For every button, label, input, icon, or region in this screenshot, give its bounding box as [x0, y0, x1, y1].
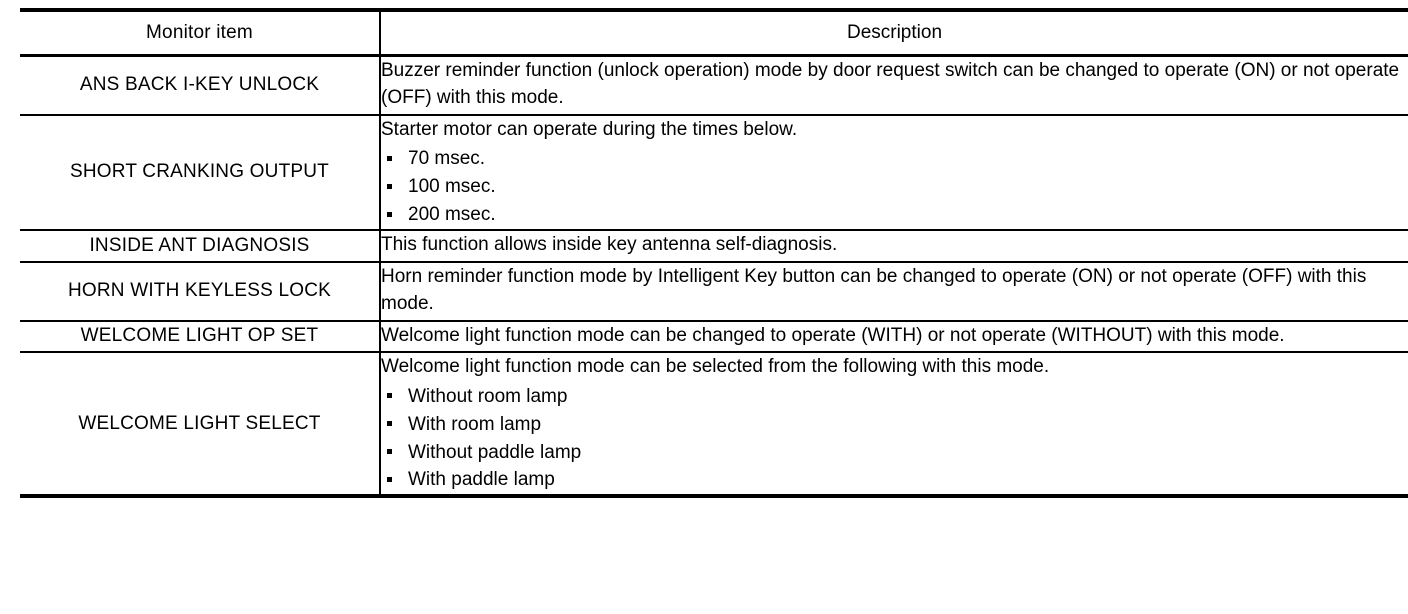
- list-item-label: Without paddle lamp: [408, 441, 582, 463]
- monitor-item-label: ANS BACK I-KEY UNLOCK: [79, 74, 320, 96]
- description-cell: This function allows inside key antenna …: [380, 229, 1408, 262]
- description-text: Welcome light function mode can be selec…: [381, 356, 1050, 378]
- description-cell: Welcome light function mode can be chang…: [380, 320, 1408, 353]
- bullet-icon: [387, 421, 392, 427]
- list-item-label: 100 msec.: [408, 176, 496, 198]
- list-item-label: Without room lamp: [408, 385, 568, 407]
- monitor-item-cell: INSIDE ANT DIAGNOSIS: [20, 229, 381, 262]
- monitor-item-label: INSIDE ANT DIAGNOSIS: [89, 234, 310, 256]
- table-row: ANS BACK I-KEY UNLOCK Buzzer reminder fu…: [20, 55, 1408, 115]
- bullet-icon: [387, 211, 392, 217]
- description-text: Starter motor can operate during the tim…: [381, 118, 798, 140]
- list-item: Without paddle lamp: [381, 439, 1408, 467]
- table-row: INSIDE ANT DIAGNOSIS This function allow…: [20, 229, 1408, 262]
- list-item-label: With paddle lamp: [408, 469, 555, 491]
- description-bullet-list: 70 msec. 100 msec. 200 msec.: [381, 145, 1408, 229]
- description-cell: Welcome light function mode can be selec…: [380, 352, 1408, 497]
- monitor-item-label: WELCOME LIGHT SELECT: [78, 412, 321, 434]
- table-header-row: Monitor item Description: [20, 10, 1408, 56]
- list-item-label: 70 msec.: [408, 148, 486, 170]
- description-text: Welcome light function mode can be chang…: [381, 324, 1285, 346]
- description-text: Buzzer reminder function (unlock operati…: [381, 59, 1400, 109]
- monitor-item-label: WELCOME LIGHT OP SET: [80, 325, 319, 347]
- monitor-item-cell: WELCOME LIGHT OP SET: [20, 320, 381, 353]
- description-bullet-list: Without room lamp With room lamp Without…: [381, 383, 1408, 495]
- monitor-item-cell: HORN WITH KEYLESS LOCK: [20, 261, 381, 321]
- monitor-item-label: HORN WITH KEYLESS LOCK: [67, 280, 332, 302]
- list-item-label: With room lamp: [408, 413, 542, 435]
- monitor-item-label: SHORT CRANKING OUTPUT: [70, 161, 329, 183]
- description-cell: Buzzer reminder function (unlock operati…: [380, 55, 1408, 115]
- description-text: This function allows inside key antenna …: [381, 233, 838, 255]
- column-header-description: Description: [380, 10, 1408, 56]
- bullet-icon: [387, 477, 392, 483]
- list-item-label: 200 msec.: [408, 204, 496, 226]
- monitor-item-cell: SHORT CRANKING OUTPUT: [20, 114, 381, 230]
- list-item: With room lamp: [381, 411, 1408, 439]
- bullet-icon: [387, 155, 392, 161]
- description-cell: Starter motor can operate during the tim…: [380, 114, 1408, 230]
- monitor-item-description-table: Monitor item Description ANS BACK I-KEY …: [20, 8, 1408, 498]
- description-text: Horn reminder function mode by Intellige…: [381, 265, 1367, 315]
- table-row: HORN WITH KEYLESS LOCK Horn reminder fun…: [20, 261, 1408, 321]
- list-item: 200 msec.: [381, 201, 1408, 229]
- table-row: SHORT CRANKING OUTPUT Starter motor can …: [20, 114, 1408, 230]
- list-item: 100 msec.: [381, 173, 1408, 201]
- list-item: With paddle lamp: [381, 466, 1408, 494]
- bullet-icon: [387, 393, 392, 399]
- monitor-item-cell: ANS BACK I-KEY UNLOCK: [20, 55, 381, 115]
- description-cell: Horn reminder function mode by Intellige…: [380, 261, 1408, 321]
- table-body: ANS BACK I-KEY UNLOCK Buzzer reminder fu…: [20, 55, 1408, 497]
- bullet-icon: [387, 449, 392, 455]
- column-header-monitor-item: Monitor item: [20, 10, 381, 56]
- table-header: Monitor item Description: [20, 10, 1408, 56]
- table-row: WELCOME LIGHT SELECT Welcome light funct…: [20, 352, 1408, 497]
- bullet-icon: [387, 183, 392, 189]
- list-item: 70 msec.: [381, 145, 1408, 173]
- monitor-item-cell: WELCOME LIGHT SELECT: [20, 352, 381, 497]
- list-item: Without room lamp: [381, 383, 1408, 411]
- table-row: WELCOME LIGHT OP SET Welcome light funct…: [20, 320, 1408, 353]
